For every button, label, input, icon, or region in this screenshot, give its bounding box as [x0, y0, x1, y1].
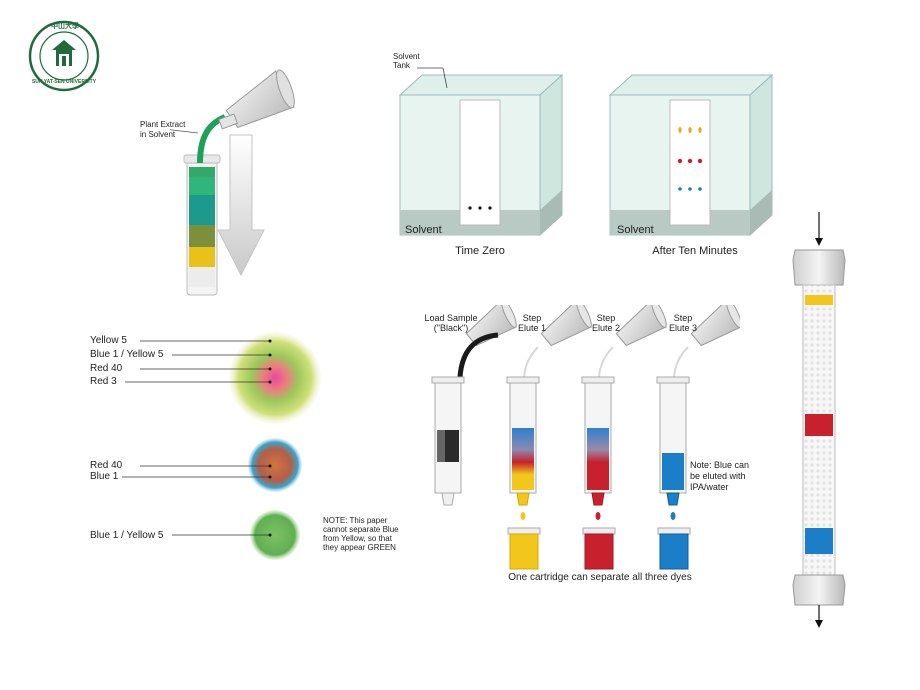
solvent-tank-label-1: Solvent [393, 52, 420, 61]
tlc-tank-time-zero [398, 73, 564, 237]
spot2-label-blue1: Blue 1 [90, 471, 119, 482]
cartridge-note-line-2: be eluted with [690, 471, 746, 481]
step-elute-3-label-1: Step [673, 313, 693, 323]
cartridge-illustration [431, 305, 740, 570]
collection-cup-yellow [507, 527, 541, 570]
cartridge-elute-3 [656, 376, 690, 520]
load-sample-label-2: ("Black") [433, 323, 469, 333]
plant-extract-label-1: Plant Extract [140, 120, 186, 129]
spot3-label-blue1-yellow5: Blue 1 / Yellow 5 [90, 530, 164, 541]
paper-spot-2 [248, 438, 302, 492]
paper-note-line-3: from Yellow, so that [323, 534, 392, 543]
step-elute-2-label-2: Elute 2 [591, 323, 621, 333]
logo-top-text: 中山大學 [51, 23, 79, 30]
pour-column-illustration [170, 69, 295, 296]
collection-cup-blue [657, 527, 691, 570]
paper-note-line-4: they appear GREEN [323, 543, 396, 552]
down-arrow-icon-top [815, 212, 823, 246]
solvent-label-right: Solvent [617, 224, 654, 236]
cartridge-elute-1 [506, 376, 540, 520]
spot1-label-red40: Red 40 [90, 363, 123, 374]
spot2-label-red40: Red 40 [90, 460, 123, 471]
tlc-tank-after-ten-minutes [608, 73, 774, 237]
step-elute-1-label-1: Step [522, 313, 542, 323]
paper-spot-3 [250, 510, 300, 560]
cartridge-note-line-3: IPA/water [690, 482, 729, 492]
cartridge-caption: One cartridge can separate all three dye… [508, 572, 692, 583]
paper-chromatography-illustration [122, 332, 321, 560]
solvent-tank-label-2: Tank [393, 61, 410, 70]
vertical-column-illustration [792, 212, 846, 628]
paper-spot-1 [229, 332, 321, 424]
tlc-tanks-illustration [398, 67, 774, 237]
spot1-label-yellow5: Yellow 5 [90, 335, 127, 346]
university-logo [28, 20, 100, 92]
step-elute-3-label-2: Elute 3 [668, 323, 698, 333]
collection-cup-red [582, 527, 616, 570]
step-elute-1-label-2: Elute 1 [517, 323, 547, 333]
down-arrow-icon-bottom [815, 605, 823, 628]
down-arrow-icon [217, 134, 265, 277]
paper-note-line-1: NOTE: This paper [323, 516, 388, 525]
cartridge-note-line-1: Note: Blue can [690, 460, 750, 470]
plant-extract-label-2: in Solvent [140, 130, 176, 139]
solvent-label-left: Solvent [405, 224, 442, 236]
caption-time-zero: Time Zero [455, 245, 505, 257]
spot1-label-red3: Red 3 [90, 376, 117, 387]
logo-university-name: SUN YAT-SEN UNIVERSITY [31, 79, 97, 85]
caption-after-ten-minutes: After Ten Minutes [652, 245, 738, 257]
step-elute-2-label-1: Step [596, 313, 616, 323]
cartridge-load-sample [431, 376, 465, 506]
load-sample-label-1: Load Sample [424, 313, 478, 323]
paper-note-line-2: cannot separate Blue [323, 525, 399, 534]
cartridge-elute-2 [581, 376, 615, 520]
spot1-label-blue1-yellow5: Blue 1 / Yellow 5 [90, 349, 164, 360]
